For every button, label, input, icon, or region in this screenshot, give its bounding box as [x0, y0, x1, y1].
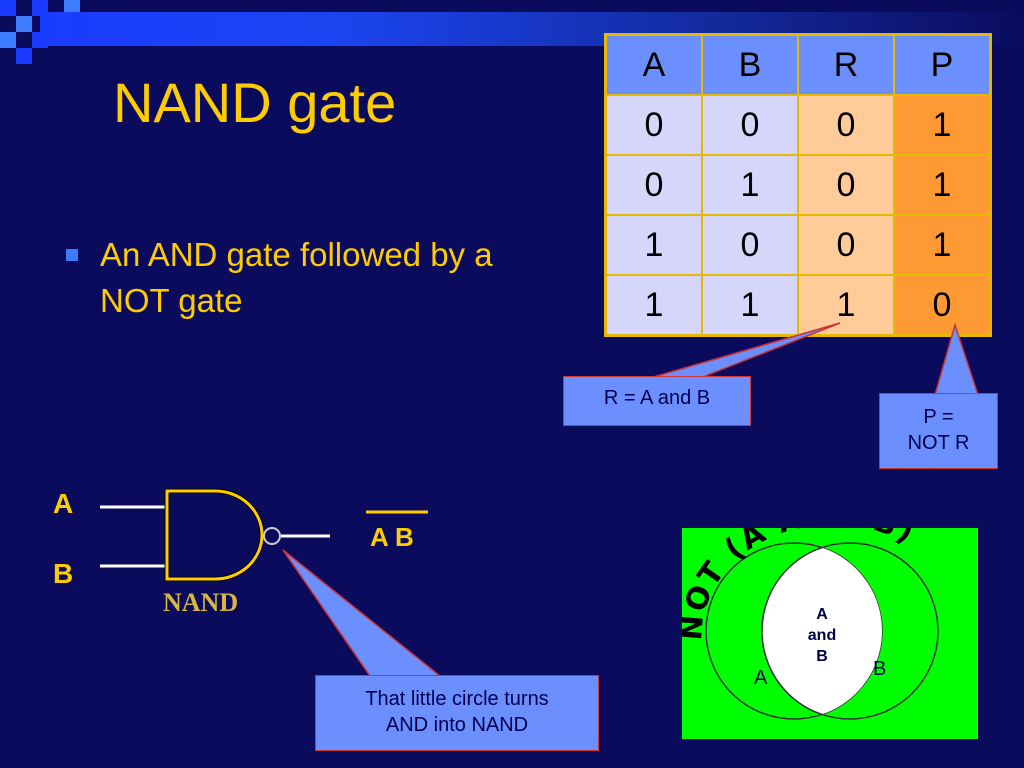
venn-center-line2: and [807, 627, 837, 644]
bullet-square-icon [66, 249, 78, 261]
table-cell: 0 [604, 94, 703, 156]
circle-callout-note: That little circle turns AND into NAND [315, 675, 599, 751]
table-cell: 1 [604, 274, 703, 337]
table-cell: 1 [701, 154, 799, 216]
table-cell: 0 [701, 94, 799, 156]
venn-right-label: B [873, 658, 887, 680]
table-cell: 1 [604, 214, 703, 276]
r-callout-note: R = A and B [563, 376, 751, 426]
table-cell: 1 [893, 94, 992, 156]
bullet-text: An AND gate followed by a NOT gate [100, 236, 493, 319]
circle-callout-line1: That little circle turns [365, 688, 549, 710]
table-row: 0 1 0 1 [604, 154, 992, 216]
table-row: 0 0 0 1 [604, 94, 992, 156]
header-cell: R [797, 33, 895, 96]
input-b-label: B [53, 558, 74, 589]
table-header-row: A B R P [604, 33, 992, 96]
table-cell: 1 [893, 214, 992, 276]
header-cell: P [893, 33, 992, 96]
venn-center-line3: B [816, 648, 828, 665]
table-cell: 0 [701, 214, 799, 276]
slide-title: NAND gate [113, 71, 397, 134]
table-cell: 0 [797, 214, 895, 276]
header-cell: A [604, 33, 703, 96]
r-callout-text: R = A and B [603, 387, 711, 409]
p-callout-note: P = NOT R [879, 393, 998, 469]
table-cell: 0 [797, 94, 895, 156]
venn-center-line1: A [816, 606, 828, 623]
table-cell: 0 [604, 154, 703, 216]
table-cell: 1 [701, 274, 799, 337]
table-row: 1 0 0 1 [604, 214, 992, 276]
table-cell: 1 [893, 154, 992, 216]
venn-diagram: NOT (A AND B) A and B A B [682, 528, 978, 739]
output-label: A B [370, 522, 414, 552]
venn-center-label: A and B [800, 604, 844, 667]
table-row: 1 1 1 0 [604, 274, 992, 337]
input-a-label: A [53, 488, 74, 519]
gate-type-label: NAND [163, 588, 239, 617]
venn-circles: NOT (A AND B) [682, 528, 939, 720]
truth-table: A B R P 0 0 0 1 0 1 0 1 1 0 0 1 1 1 1 0 [604, 33, 992, 337]
header-cell: B [701, 33, 799, 96]
table-cell: 1 [797, 274, 895, 337]
table-cell: 0 [797, 154, 895, 216]
venn-left-label: A [754, 667, 768, 689]
circle-callout-line2: AND into NAND [385, 714, 529, 736]
p-callout-line2: NOT R [907, 432, 970, 454]
table-cell: 0 [893, 274, 992, 337]
p-callout-line1: P = [923, 406, 954, 428]
